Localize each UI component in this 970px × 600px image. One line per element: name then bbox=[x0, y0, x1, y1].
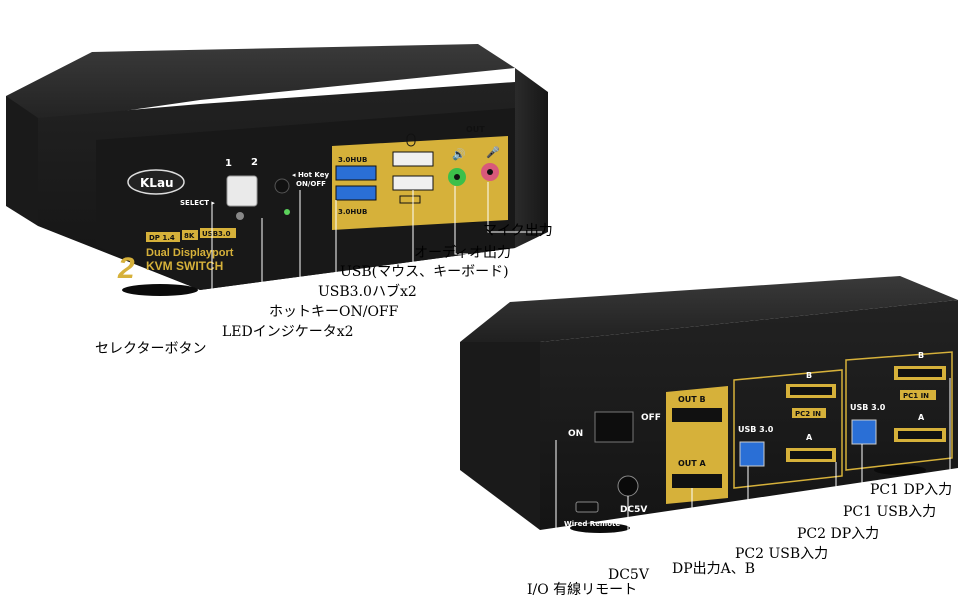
pc1-b-label: B bbox=[918, 351, 924, 360]
callout-pc2-usb-in: PC2 USB入力 bbox=[735, 546, 829, 562]
dp-out-a-port[interactable] bbox=[672, 474, 722, 488]
callout-dp-out-ab: DP出力A、B bbox=[672, 561, 756, 577]
back-unit: ON OFF DC5V Wired Remote OUT B OUT A USB… bbox=[460, 276, 958, 533]
out-b-label: OUT B bbox=[678, 395, 706, 404]
usb-mouse-port[interactable] bbox=[392, 151, 434, 167]
hotkey-button[interactable] bbox=[274, 178, 290, 194]
select-label: SELECT ▸ bbox=[180, 199, 215, 207]
led-indicator-2 bbox=[284, 209, 290, 215]
usb-hub-label-bottom: 3.0HUB bbox=[338, 208, 367, 216]
callout-pc1-usb-in: PC1 USB入力 bbox=[843, 504, 937, 520]
power-switch[interactable] bbox=[594, 411, 634, 443]
microphone-icon: 🎤 bbox=[486, 145, 500, 159]
wired-remote-label: Wired Remote bbox=[564, 520, 620, 528]
hotkey-label: ◂ Hot Key bbox=[292, 171, 329, 179]
pc2-usb-b-port[interactable] bbox=[739, 441, 765, 467]
dc5v-label: DC5V bbox=[620, 505, 647, 515]
badge-usb: USB3.0 bbox=[202, 230, 231, 238]
pc2-a-label: A bbox=[806, 433, 813, 442]
pc1-usb-label: USB 3.0 bbox=[850, 403, 886, 412]
callout-io-remote: I/O 有線リモート bbox=[527, 582, 638, 598]
mouse-icon bbox=[406, 133, 416, 147]
pc1-in-label: PC1 IN bbox=[903, 392, 929, 400]
usb3-port-2[interactable] bbox=[335, 185, 377, 201]
off-label: OFF bbox=[641, 413, 661, 423]
pc1-a-label: A bbox=[918, 413, 925, 422]
callout-selector-button: セレクターボタン bbox=[95, 341, 207, 357]
callout-audio-out: オーディオ出力 bbox=[414, 245, 512, 261]
brand-logo-icon bbox=[127, 169, 185, 195]
hotkey-label-sub: ON/OFF bbox=[296, 180, 326, 188]
usb3-port-1[interactable] bbox=[335, 165, 377, 181]
dc5v-jack[interactable] bbox=[617, 475, 639, 497]
callout-mic-out: マイク出力 bbox=[483, 223, 553, 239]
front-unit: KLau 1 2 SELECT ▸ ◂ Hot Key ON/OFF 2 POR… bbox=[6, 44, 548, 296]
badge-dp: DP 1.4 bbox=[149, 234, 175, 242]
keyboard-icon bbox=[399, 195, 421, 204]
audio-out-label: OUT bbox=[466, 125, 485, 134]
wired-remote-port[interactable] bbox=[575, 501, 599, 513]
pc2-b-label: B bbox=[806, 371, 812, 380]
on-label: ON bbox=[568, 429, 583, 439]
port-word: PORT bbox=[125, 281, 141, 287]
callout-hotkey-onoff: ホットキーON/OFF bbox=[269, 304, 399, 320]
pc2-usb-label: USB 3.0 bbox=[738, 425, 774, 434]
callout-lines bbox=[211, 182, 958, 591]
brand-logo: KLau bbox=[140, 176, 174, 190]
big-number: 2 bbox=[117, 252, 135, 285]
led-indicator-1 bbox=[236, 212, 244, 220]
usb-hub-label-top: 3.0HUB bbox=[338, 156, 367, 164]
pc2-in-label: PC2 IN bbox=[795, 410, 821, 418]
callout-usb30-hub: USB3.0ハブx2 bbox=[318, 284, 417, 300]
port-number-2: 2 bbox=[251, 157, 258, 168]
callout-pc1-dp-in: PC1 DP入力 bbox=[870, 482, 953, 498]
port-number-1: 1 bbox=[225, 158, 232, 169]
product-line-2: KVM SWITCH bbox=[146, 259, 223, 273]
dp-out-b-port[interactable] bbox=[672, 408, 722, 422]
speaker-icon: 🔊 bbox=[452, 147, 466, 161]
selector-button[interactable] bbox=[226, 175, 258, 207]
pc1-panel bbox=[845, 351, 953, 471]
usb-keyboard-port[interactable] bbox=[392, 175, 434, 191]
out-a-label: OUT A bbox=[678, 459, 707, 468]
pc1-usb-b-port[interactable] bbox=[851, 419, 877, 445]
badge-8k: 8K bbox=[184, 232, 195, 240]
callout-led-indicator: LEDインジケータx2 bbox=[222, 324, 354, 340]
pc2-panel bbox=[733, 369, 843, 489]
callout-dc5v: DC5V bbox=[608, 567, 649, 583]
product-line-1: Dual Displayport bbox=[146, 247, 234, 259]
callout-pc2-dp-in: PC2 DP入力 bbox=[797, 526, 880, 542]
callout-usb-mouse-keyboard: USB(マウス、キーボード) bbox=[340, 264, 509, 280]
